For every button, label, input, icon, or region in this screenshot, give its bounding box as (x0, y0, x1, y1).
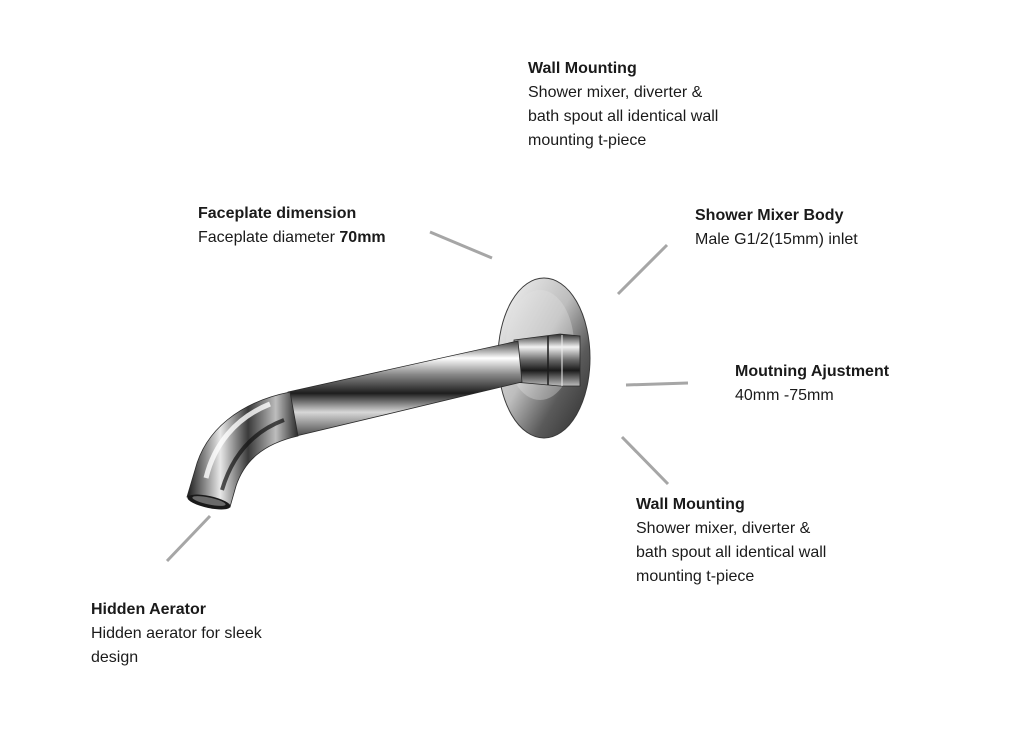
leader-lines (165, 230, 689, 563)
callout-title: Wall Mounting (528, 60, 637, 77)
callout-line: mounting t-piece (636, 568, 755, 585)
callout-title: Hidden Aerator (91, 601, 206, 618)
leader-line-wall-bottom (620, 435, 670, 486)
callout-line: mounting t-piece (528, 132, 647, 149)
callout-shower-mixer-body: Shower Mixer Body Male G1/2(15mm) inlet (695, 204, 935, 252)
leader-line-aerator (165, 514, 212, 563)
callout-line: Shower mixer, diverter & (528, 84, 703, 101)
callout-line: Hidden aerator for sleek (91, 625, 262, 642)
callout-title: Wall Mounting (636, 496, 745, 513)
callout-mounting-adjustment: Moutning Ajustment 40mm -75mm (735, 360, 975, 408)
spout-bend (186, 391, 299, 508)
faceplate-text: Faceplate diameter (198, 229, 340, 246)
leader-line-faceplate (429, 230, 493, 260)
callout-wall-mounting-top: Wall Mounting Shower mixer, diverter & b… (528, 57, 768, 153)
faceplate-diameter-value: 70mm (339, 229, 386, 246)
callout-hidden-aerator: Hidden Aerator Hidden aerator for sleek … (91, 598, 311, 670)
wall-collar (513, 333, 581, 387)
leader-line-adjustment (625, 381, 689, 387)
leader-line-mixer-body (616, 243, 669, 296)
spout-pipe (287, 340, 523, 437)
callout-line: Male G1/2(15mm) inlet (695, 231, 858, 248)
callout-title: Faceplate dimension (198, 205, 357, 222)
callout-faceplate-dimension: Faceplate dimension Faceplate diameter 7… (198, 202, 458, 250)
callout-line: bath spout all identical wall (528, 108, 719, 125)
callout-wall-mounting-bottom: Wall Mounting Shower mixer, diverter & b… (636, 493, 876, 589)
callout-line: 40mm -75mm (735, 387, 834, 404)
callout-line: Shower mixer, diverter & (636, 520, 811, 537)
callout-line: design (91, 649, 139, 666)
aerator-outlet (187, 494, 231, 510)
callout-title: Shower Mixer Body (695, 207, 844, 224)
callout-title: Moutning Ajustment (735, 363, 890, 380)
callout-line: bath spout all identical wall (636, 544, 827, 561)
callout-line: Faceplate diameter 70mm (198, 226, 458, 250)
